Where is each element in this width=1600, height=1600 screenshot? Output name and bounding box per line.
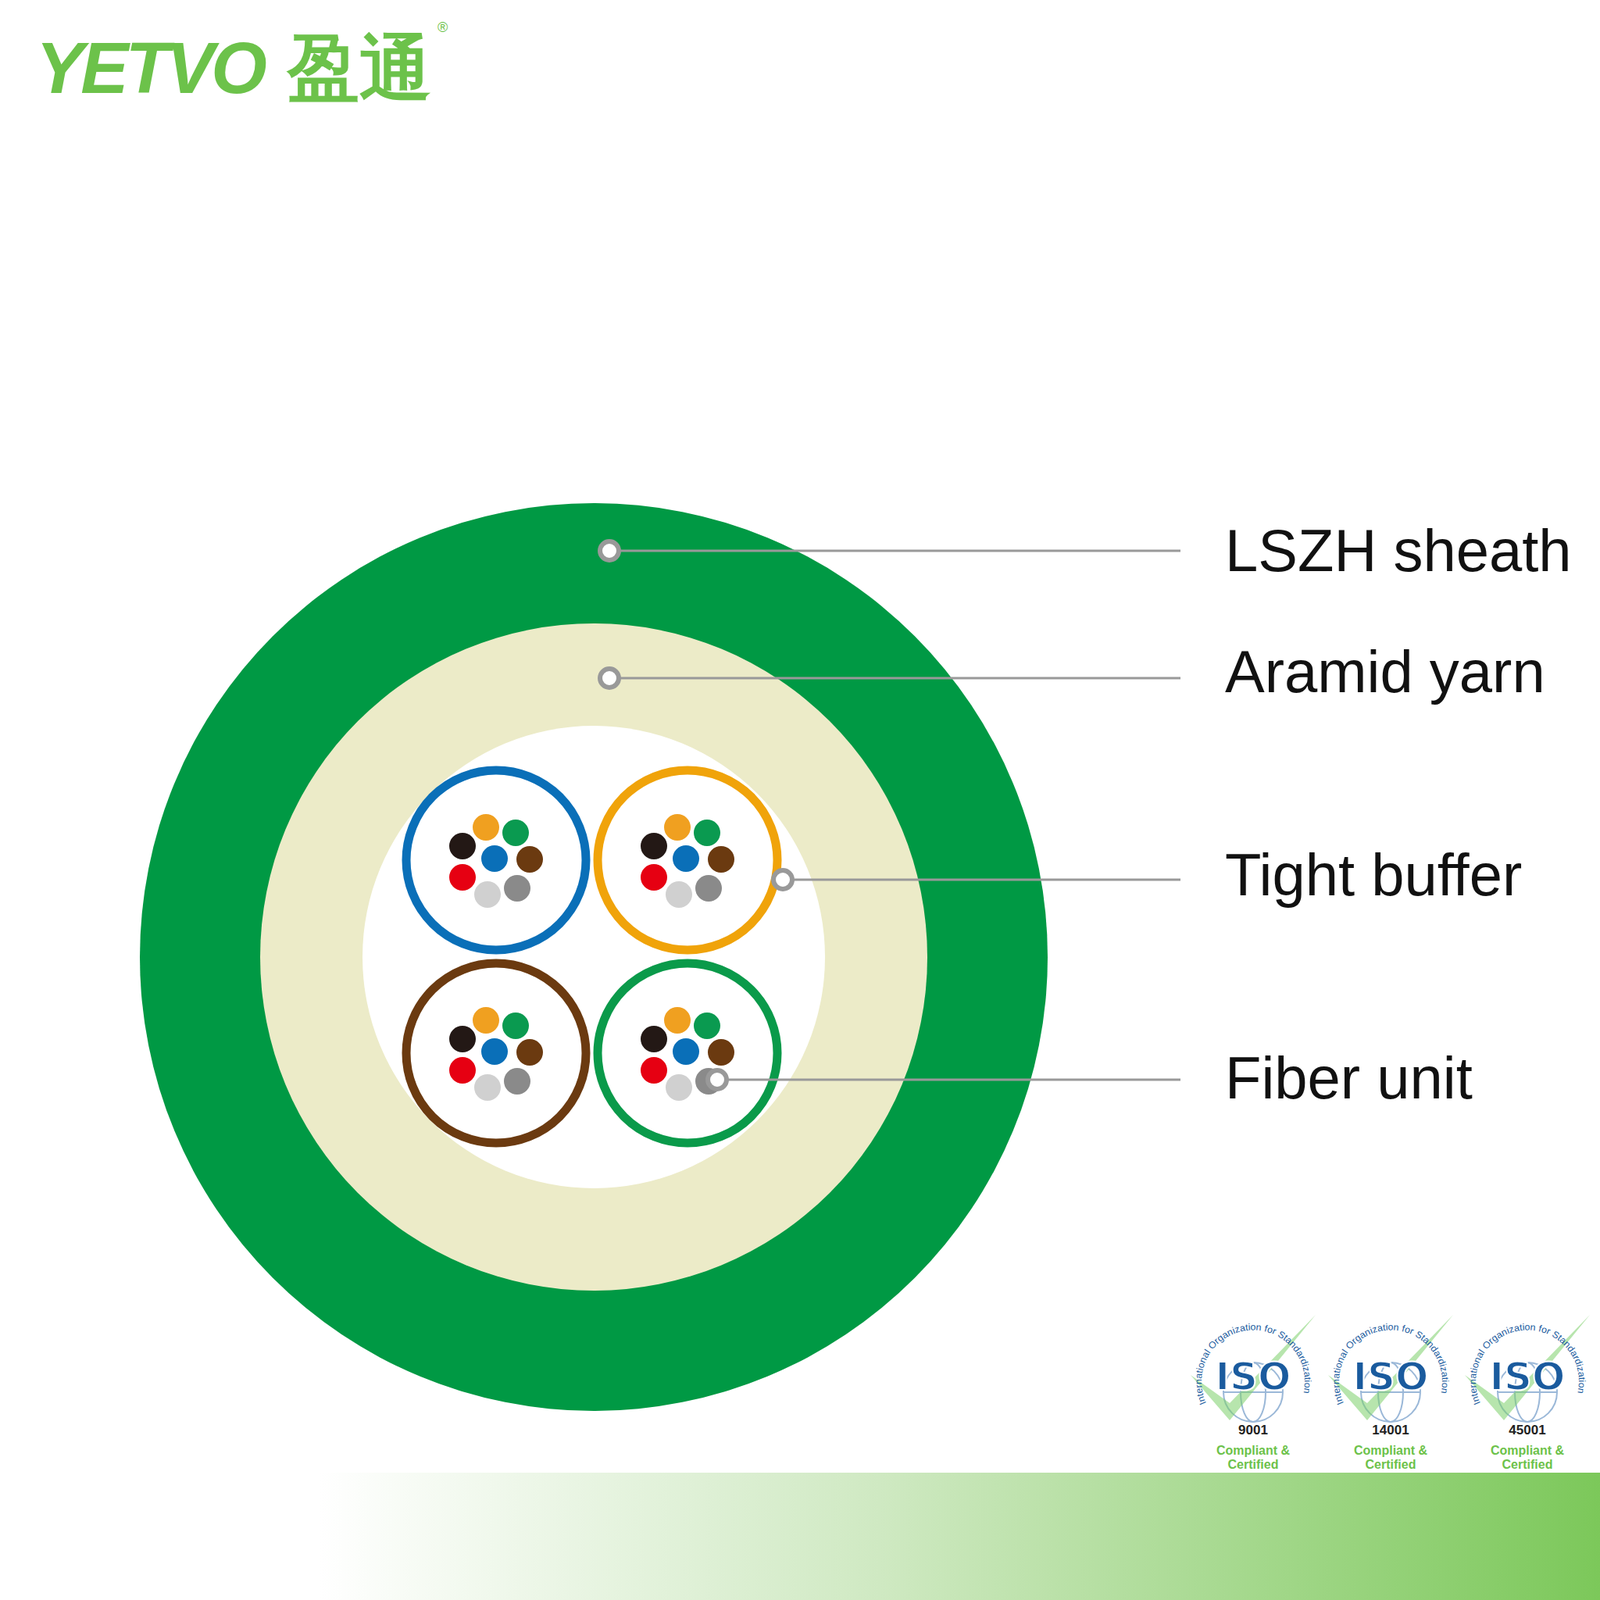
leader-line [717,1078,1181,1082]
ring-text: International Organization for Standardi… [1467,1321,1588,1408]
fiber [503,1067,531,1095]
iso-badge: International Organization for Standardi… [1464,1314,1590,1422]
leader-dot [773,870,793,890]
ring-text: International Organization for Standardi… [1192,1321,1314,1408]
fiber [449,864,476,891]
fiber [474,1074,501,1101]
fiber [672,1038,700,1065]
fiber [707,1039,735,1066]
check-mark [1328,1314,1454,1421]
fiber [516,846,543,873]
check-mark [1464,1314,1590,1421]
lszh-sheath [139,503,1048,1411]
fiber [665,1074,693,1101]
standard-number: 45001 [1508,1423,1546,1439]
core-space [362,725,825,1189]
fiber [472,814,500,841]
fiber [640,1025,668,1053]
logo-text: 盈通 [287,28,432,108]
fiber [640,1057,668,1084]
part-label: LSZH sheath [1225,517,1572,584]
standard-number: 14001 [1371,1423,1409,1439]
fiber [474,881,501,908]
tight-buffer [597,963,778,1143]
certification-note: Compliant & Certified [1347,1443,1434,1472]
check-mark [1190,1314,1316,1421]
part-label: Tight buffer [1225,842,1522,908]
fiber [516,1039,543,1066]
tight-buffer [406,963,586,1143]
fiber [502,819,529,847]
ring-text: International Organization for Standardi… [1330,1321,1451,1408]
certification-note: Compliant & Certified [1484,1443,1571,1472]
aramid-yarn [260,623,928,1291]
fiber [664,814,691,841]
ring-text: International Organization for Standardi… [1192,1321,1314,1408]
iso-badge: International Organization for Standardi… [1190,1314,1316,1422]
fiber [693,1012,721,1040]
leader-line [609,550,1181,553]
leader-lines [609,550,1181,1080]
leader-dot [600,541,619,561]
fiber [640,832,668,860]
fiber [502,1012,529,1040]
iso-badges: International Organization for Standardi… [1190,1314,1590,1422]
fiber [449,832,476,860]
fiber [481,1038,508,1065]
fiber [503,875,531,902]
fiber [664,1007,691,1034]
part-label: Aramid yarn [1225,639,1546,705]
bottom-band [0,1472,1600,1600]
fiber [449,1025,476,1053]
fiber-units [406,770,778,1143]
tight-buffer [597,770,778,950]
fiber [693,819,721,847]
leader-line [782,878,1181,882]
standard-number: 9001 [1238,1423,1268,1439]
fiber [449,1057,476,1084]
part-label: Fiber unit [1225,1045,1473,1111]
ring-text: International Organization for Standardi… [1330,1321,1451,1408]
iso-badge: International Organization for Standardi… [1328,1314,1454,1422]
leader-dot [707,1070,727,1090]
fiber [472,1007,500,1034]
fiber [665,881,693,908]
fiber [672,845,700,872]
leader-dot [600,668,619,688]
certification-note: Compliant & Certified [1210,1443,1297,1472]
leader-line [609,677,1181,680]
fiber [707,846,735,873]
fiber [640,864,668,891]
ring-text: International Organization for Standardi… [1467,1321,1588,1408]
iso-mark: ISO [1214,1355,1291,1399]
tight-buffer [406,770,586,950]
iso-mark: ISO [1489,1355,1565,1399]
logo-text: YETVO [35,28,265,108]
leader-dots [600,541,793,1090]
registered-mark: ® [437,20,448,36]
fiber [481,845,508,872]
iso-mark: ISO [1352,1355,1429,1399]
fiber [695,875,722,902]
